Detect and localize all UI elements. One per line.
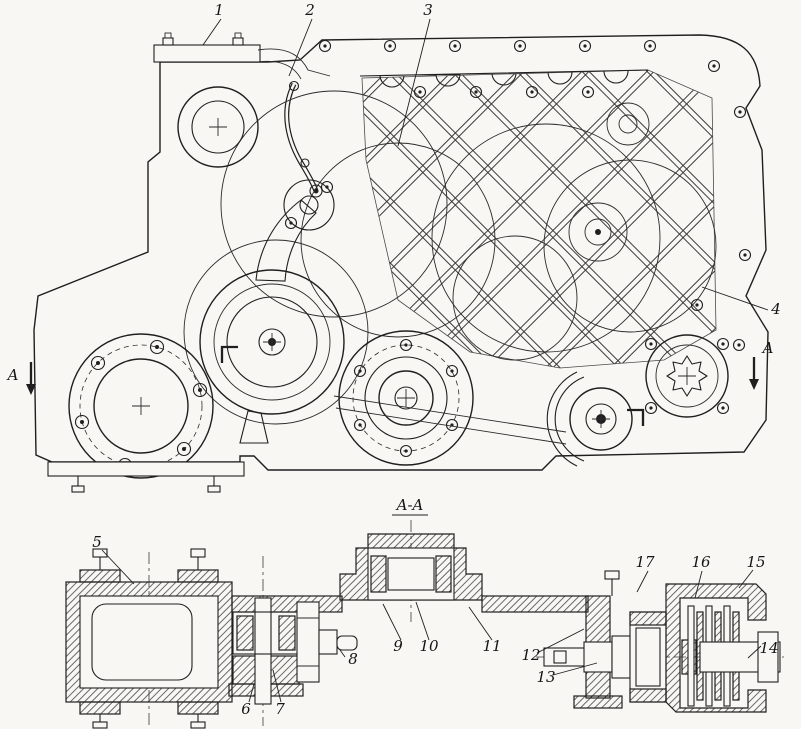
rib-web-region [361, 69, 717, 369]
callout-label-14: 14 [759, 639, 778, 657]
lower-right-boss [546, 371, 633, 467]
flange-bolt-icon [162, 37, 174, 46]
foot-plate [47, 461, 245, 493]
section-arrow-left-label: A [6, 366, 19, 384]
flange-bolt-icon [232, 37, 244, 46]
cut-corner-left [220, 345, 238, 363]
callout-label-1: 1 [214, 1, 224, 19]
tensioner-bracket [239, 410, 269, 444]
oil-pipe [284, 80, 323, 198]
upper-left-boss [177, 86, 259, 168]
tensioner-lever [255, 199, 317, 282]
left-cover-box [65, 548, 233, 729]
callout-label-12: 12 [521, 646, 540, 664]
section-cut-marks: A A [6, 339, 774, 426]
callout-label-16: 16 [691, 553, 711, 571]
linkage-rod [333, 395, 567, 445]
callout-label-6: 6 [241, 700, 251, 718]
callout-label-2: 2 [304, 1, 315, 19]
section-view: A-A [65, 496, 784, 729]
housing-wall-left [231, 595, 343, 613]
scalloped-edge [359, 69, 649, 88]
shaft-stub [336, 635, 358, 651]
section-title: A-A [395, 496, 424, 514]
section-view-callouts: 5 6 7 8 9 10 11 12 13 14 15 16 17 [92, 533, 778, 718]
callout-label-11: 11 [482, 637, 501, 655]
vertical-shaft-assembly [228, 597, 358, 705]
callout-label-5: 5 [92, 533, 102, 551]
right-shaft-assembly [543, 570, 781, 713]
callout-label-3: 3 [423, 1, 433, 19]
cup-housing [665, 583, 767, 713]
center-bearing-pedestal [339, 533, 483, 601]
cut-corner-right [627, 408, 645, 426]
left-bearing-cover [68, 333, 214, 479]
center-hub [338, 330, 474, 466]
front-view-callouts: 1 2 3 4 [202, 1, 781, 318]
gear-circles [183, 90, 717, 425]
callout-label-10: 10 [419, 637, 439, 655]
tensioner-pulley [199, 179, 345, 444]
guard-arc [546, 371, 585, 467]
callout-label-7: 7 [275, 700, 285, 718]
section-arrow-left-icon [26, 384, 36, 395]
lattice-web [359, 69, 717, 369]
spline-boss [644, 334, 730, 418]
front-view: A A 1 2 3 4 [6, 1, 781, 493]
callout-label-9: 9 [393, 637, 403, 655]
mounting-flange [153, 32, 331, 80]
callout-label-4: 4 [770, 300, 781, 318]
section-arrow-right-icon [749, 379, 759, 390]
housing-wall-right [481, 595, 589, 613]
housing-outline [33, 34, 769, 471]
callout-label-13: 13 [536, 668, 555, 686]
callout-label-15: 15 [746, 553, 765, 571]
callout-label-17: 17 [635, 553, 655, 571]
callout-label-8: 8 [348, 650, 358, 668]
spline-profile [666, 355, 708, 397]
section-arrow-right-label: A [761, 339, 774, 357]
